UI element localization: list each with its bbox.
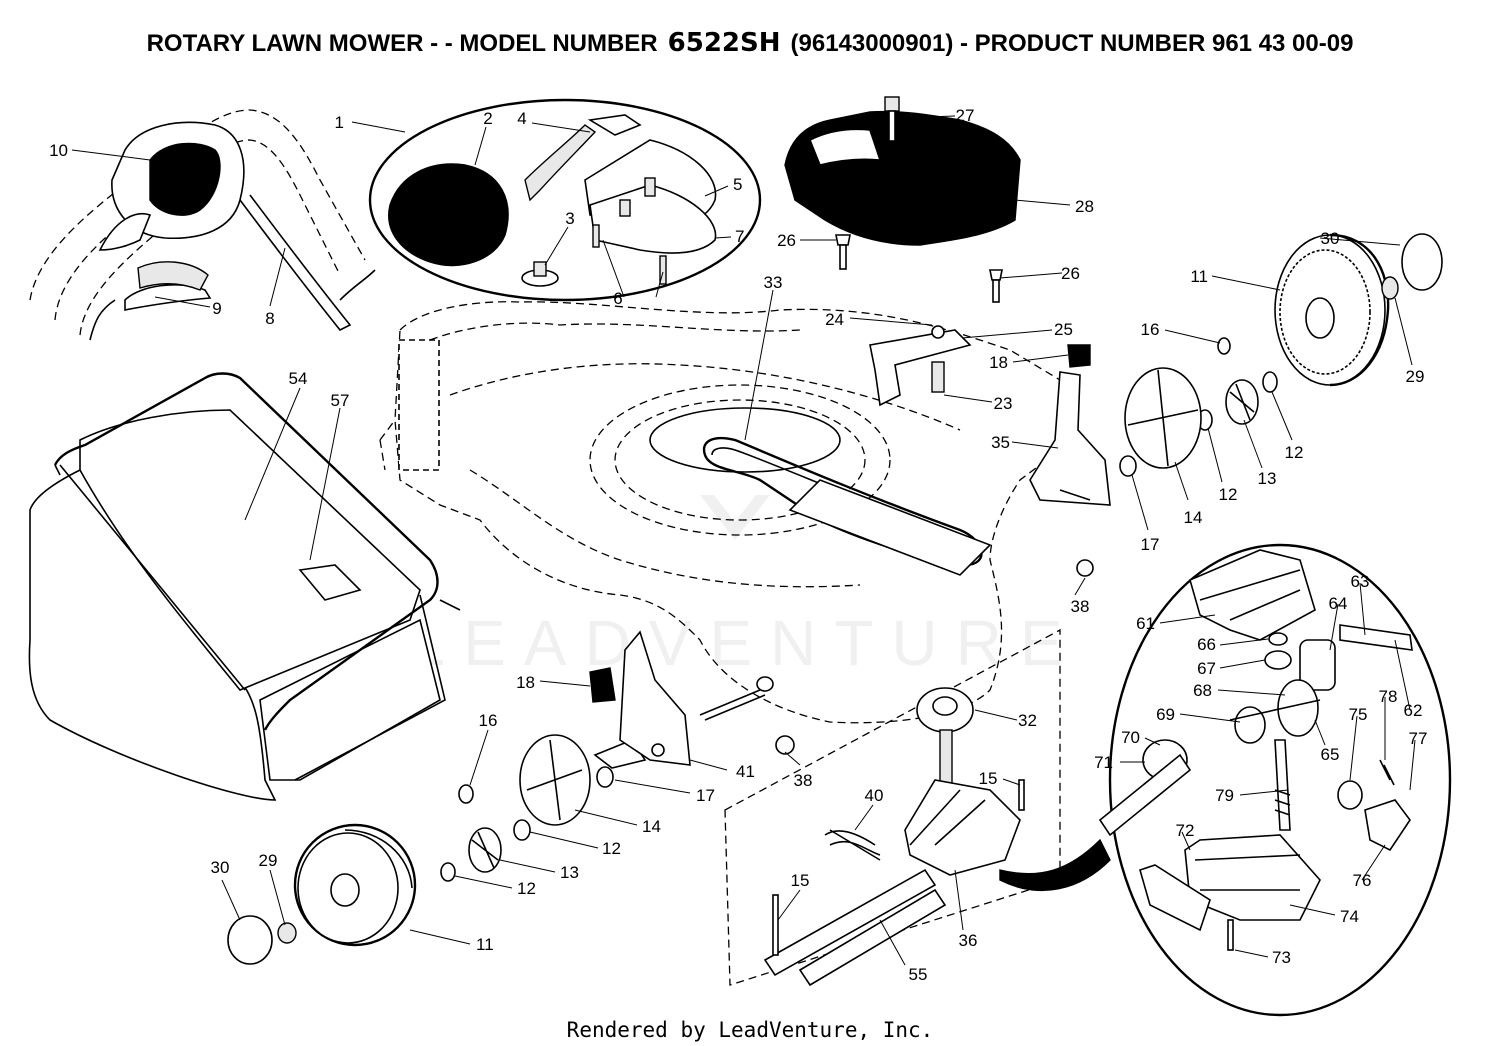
callout-8: 8: [265, 309, 274, 328]
grass-bag: [28, 372, 461, 801]
callout-12-b: 12: [517, 879, 536, 898]
callout-40: 40: [865, 786, 884, 805]
callout-32: 32: [1018, 711, 1037, 730]
callout-26-right: 26: [1061, 264, 1080, 283]
callout-38-right: 38: [1071, 597, 1090, 616]
footer-credit: Rendered by LeadVenture, Inc.: [567, 1018, 934, 1042]
callout-72: 72: [1176, 821, 1195, 840]
callout-15-a: 15: [979, 769, 998, 788]
callout-27: 27: [956, 106, 975, 125]
callout-54: 54: [289, 369, 308, 388]
callout-13-left: 13: [560, 863, 579, 882]
callout-12-c: 12: [1219, 485, 1238, 504]
callout-65: 65: [1321, 745, 1340, 764]
watermark: LEADVENTURE: [410, 495, 1081, 679]
callout-18-left: 18: [516, 673, 535, 692]
callout-35: 35: [991, 433, 1010, 452]
callout-73: 73: [1272, 948, 1291, 967]
callout-17-left: 17: [696, 786, 715, 805]
control-bail: [98, 121, 352, 332]
callout-18-right: 18: [989, 353, 1008, 372]
callout-17-right: 17: [1141, 535, 1160, 554]
drive-belt: [702, 436, 992, 576]
transmission-box: [724, 628, 1061, 987]
left-height-adjuster: [589, 630, 795, 766]
callout-12-a: 12: [602, 839, 621, 858]
callout-23: 23: [994, 394, 1013, 413]
callout-3: 3: [565, 209, 574, 228]
callout-5: 5: [733, 175, 742, 194]
callout-38-left: 38: [794, 771, 813, 790]
callout-1: 1: [335, 113, 344, 132]
callout-67: 67: [1197, 659, 1216, 678]
callout-36: 36: [959, 931, 978, 950]
callout-25: 25: [1054, 320, 1073, 339]
callout-62: 62: [1404, 701, 1423, 720]
callout-11-right: 11: [1190, 267, 1208, 286]
callout-16-right: 16: [1141, 320, 1160, 339]
right-wheel: [1076, 233, 1443, 577]
callout-75: 75: [1349, 705, 1368, 724]
callout-68: 68: [1193, 681, 1212, 700]
callout-28: 28: [1075, 197, 1094, 216]
callout-78: 78: [1379, 687, 1398, 706]
callout-14-right: 14: [1184, 508, 1203, 527]
callout-29-right: 29: [1406, 367, 1425, 386]
callout-79: 79: [1215, 786, 1234, 805]
callout-61: 61: [1136, 614, 1155, 633]
callout-7: 7: [735, 227, 744, 246]
callout-2: 2: [483, 109, 492, 128]
right-height-adjuster: [1029, 344, 1111, 506]
callout-14-left: 14: [642, 817, 661, 836]
mower-deck: [379, 301, 1061, 724]
part-callouts: 1 2 3 4 5 6 7 8 9 10 11 11 12 12 12 12 1…: [49, 106, 1427, 984]
callout-64: 64: [1329, 594, 1348, 613]
callout-66: 66: [1197, 635, 1216, 654]
svg-text:LEADVENTURE: LEADVENTURE: [410, 607, 1081, 679]
callout-13-right: 13: [1258, 469, 1277, 488]
callout-10: 10: [49, 141, 68, 160]
belt-cover: [784, 110, 1021, 246]
callout-57: 57: [331, 391, 350, 410]
callout-30-left: 30: [211, 858, 230, 877]
callout-41: 41: [736, 762, 755, 781]
control-box-inset: [368, 98, 762, 302]
callout-9: 9: [212, 299, 221, 318]
callout-15-b: 15: [791, 871, 810, 890]
callout-74: 74: [1340, 907, 1359, 926]
callout-11-left: 11: [476, 935, 494, 954]
callout-69: 69: [1156, 705, 1175, 724]
callout-26-left: 26: [777, 231, 796, 250]
callout-29-left: 29: [259, 851, 278, 870]
callout-76: 76: [1353, 871, 1372, 890]
callout-55: 55: [909, 965, 928, 984]
callout-71: 71: [1094, 753, 1113, 772]
bracket-25: [835, 96, 1003, 407]
callout-12-d: 12: [1285, 443, 1304, 462]
callout-63: 63: [1351, 572, 1370, 591]
callout-24: 24: [825, 310, 844, 329]
gear-case-inset: [999, 543, 1452, 1017]
leader-lines: [71, 115, 1416, 966]
callout-16-left: 16: [479, 711, 498, 730]
callout-70: 70: [1121, 728, 1140, 747]
callout-6: 6: [613, 289, 622, 308]
left-wheel: [227, 734, 647, 965]
callout-4: 4: [517, 109, 526, 128]
callout-30-right: 30: [1321, 229, 1340, 248]
callout-77: 77: [1409, 729, 1428, 748]
callout-33: 33: [764, 273, 783, 292]
